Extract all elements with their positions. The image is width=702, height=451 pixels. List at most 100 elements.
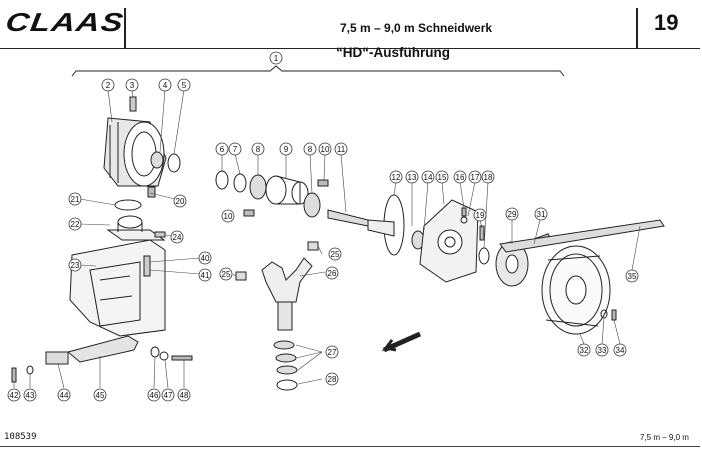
callout-label: 9 [284,145,289,154]
washer-part [460,216,468,224]
callout-label: 35 [628,272,637,281]
bearing-bracket-part [106,215,166,241]
bearing-sleeve-part [265,175,309,205]
yoke-part [261,257,313,331]
callout-label: 10 [224,212,233,221]
page-number: 19 [654,10,679,35]
cover-plate-part [419,199,479,283]
bearing-part [249,174,267,200]
callout-label: 5 [182,81,187,90]
washer-part [26,365,34,375]
callout-label: 43 [26,391,35,400]
bushing-part [235,271,247,281]
seal-part [215,170,229,190]
callout-label: 17 [471,173,480,182]
callout-label: 44 [60,391,69,400]
callout-label: 26 [328,269,337,278]
callout-label: 16 [456,173,465,182]
callout-label: 21 [71,195,80,204]
callout-label: 23 [71,261,80,270]
shaft-part [367,219,395,237]
callout-label: 19 [476,211,485,220]
callout-label: 42 [10,391,19,400]
callout-label: 33 [598,346,607,355]
ring-part [233,173,247,193]
bearing-part [276,365,298,375]
callout-label: 18 [484,173,493,182]
plug-part [147,186,156,198]
footer-range: 7,5 m – 9,0 m [640,433,689,442]
bolt-part [611,309,617,321]
bearing-part [273,340,295,350]
pulley-part [541,245,611,335]
seal-part [150,151,164,169]
callout-label: 47 [164,391,173,400]
gear-housing-part [103,117,167,187]
screw-part [479,225,485,241]
bearing-part [275,353,297,363]
bolt-part [11,367,17,383]
page-title: 7,5 m – 9,0 m Schneidwerk [340,21,493,35]
callout-label: 11 [337,145,346,154]
belt-part [499,219,665,253]
callout-label: 25 [331,250,340,259]
pin-part [154,231,166,238]
callout-label: 41 [201,271,210,280]
callout-label: 25 [222,270,231,279]
lever-part [66,335,139,363]
washer-part [150,346,160,358]
callout-label: 15 [438,173,447,182]
bearing-part [303,192,321,218]
o-ring-part [114,199,142,211]
callout-label: 40 [201,254,210,263]
callout-label: 2 [106,81,111,90]
leader-lines [13,89,641,389]
callout-label: 6 [220,145,225,154]
callout-label: 8 [308,145,313,154]
callout-label: 34 [616,346,625,355]
ring-part [478,247,490,265]
assembly-bracket [71,65,565,77]
callout-label: 14 [424,173,433,182]
callout-label: 31 [537,210,546,219]
ring-part [276,379,298,391]
header-divider [636,8,638,48]
screw-part [143,255,151,277]
bushing-part [307,241,319,251]
callout-group [7,51,639,402]
callout-label: 22 [71,220,80,229]
callout-label: 1 [274,54,279,63]
callout-label: 28 [328,375,337,384]
callout-label: 27 [328,348,337,357]
callout-label: 7 [233,145,238,154]
callout-1 [269,51,283,65]
callout-label: 12 [392,173,401,182]
callout-label: 13 [408,173,417,182]
nut-part [159,351,169,361]
header-divider [124,8,126,48]
callout-label: 8 [256,145,261,154]
ring-part [167,153,181,173]
callout-label: 3 [130,81,135,90]
callout-label: 24 [173,233,182,242]
callout-label: 20 [176,197,185,206]
callout-label: 48 [180,391,189,400]
shaft-part [327,209,369,227]
callout-label: 4 [163,81,168,90]
page-subtitle: “HD“-Ausführung [336,45,450,60]
clamp-part [45,351,69,365]
bolt-part [129,96,137,112]
callout-label: 10 [321,145,330,154]
callout-label: 29 [508,210,517,219]
drawing-number: 108539 [4,432,37,442]
bolt-part [461,207,467,217]
pin-part [317,179,329,187]
footer-rule [0,446,700,447]
bolt-part [171,355,193,361]
pin-part [243,209,255,217]
callout-label: 45 [96,391,105,400]
header-bar [0,8,700,49]
callout-label: 32 [580,346,589,355]
frame-part [69,239,166,337]
